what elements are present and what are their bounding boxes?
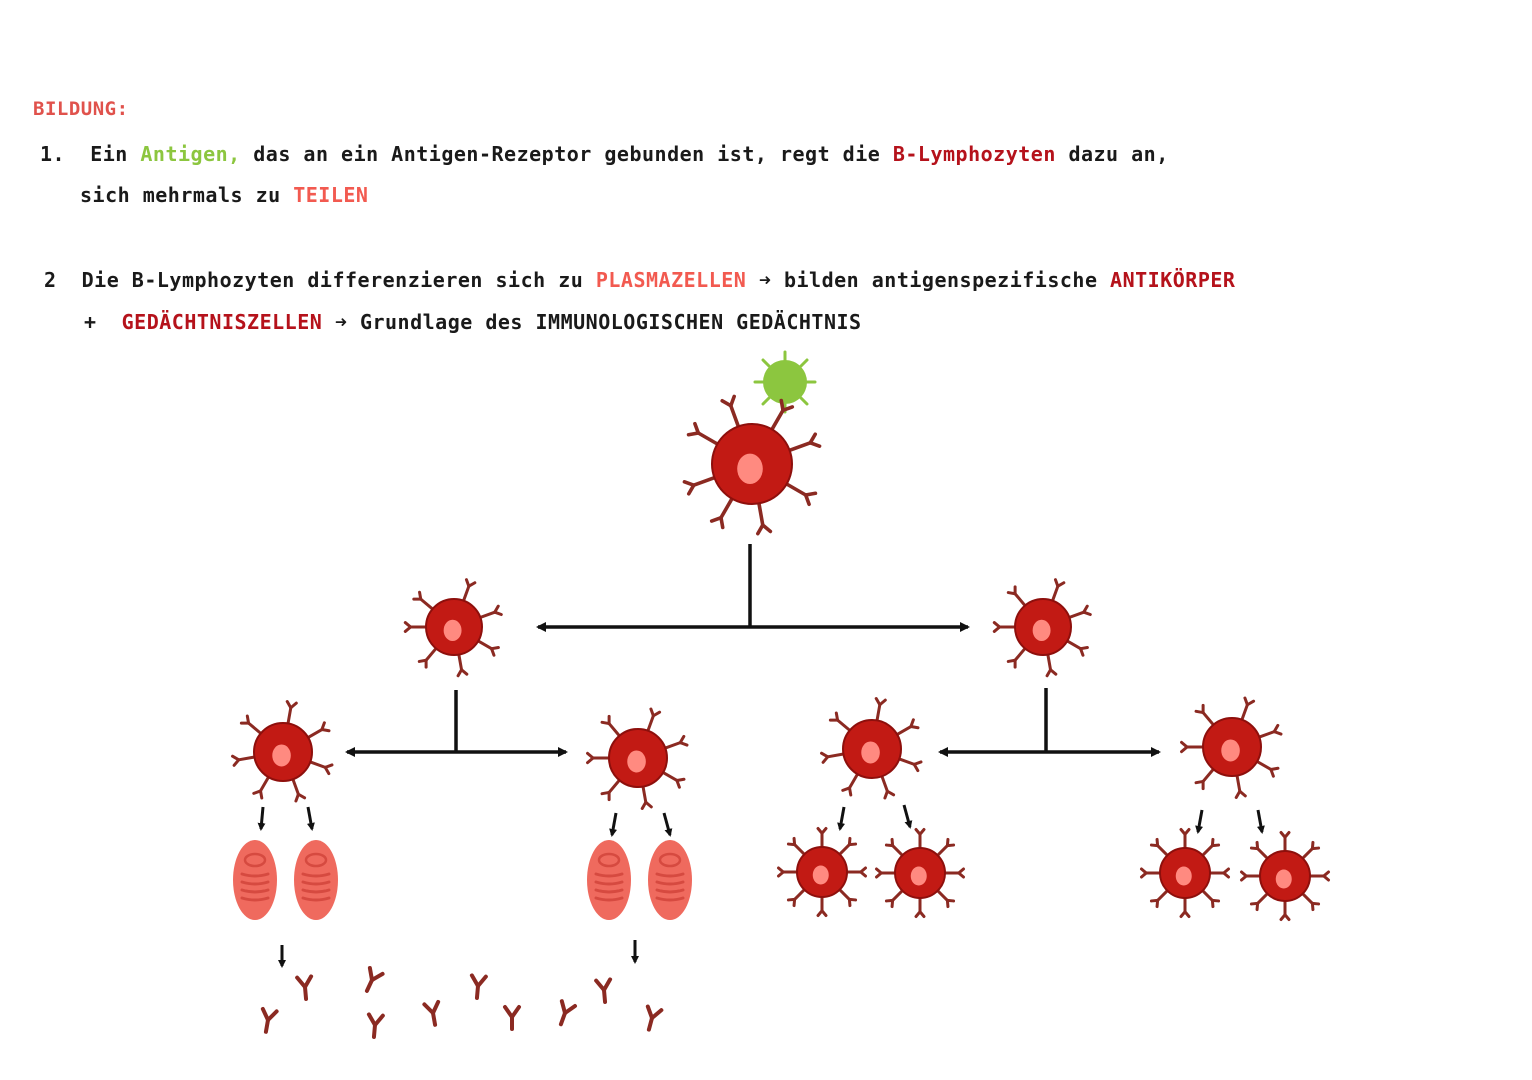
antikoerper-term: ANTIKÖRPER: [1110, 268, 1236, 292]
arrow-down-icon: [609, 812, 618, 837]
virus-icon: [753, 350, 817, 414]
step-1-text-c: dazu an,: [1068, 142, 1169, 166]
antibody-icon: [364, 965, 385, 993]
antibody-icon: [645, 1004, 664, 1032]
antigen-term: Antigen,: [140, 142, 241, 166]
b-lymphocyte-icon: [992, 578, 1092, 678]
step-1-text-a: Ein: [90, 142, 128, 166]
step-2-line-2: + GEDÄCHTNISZELLEN ➜ Grundlage des IMMUN…: [84, 310, 862, 334]
connectors: [345, 544, 1161, 757]
step-1-line-1: 1. Ein Antigen, das an ein Antigen-Rezep…: [40, 142, 1169, 166]
b-lymphocyte-activated: [682, 394, 822, 536]
antibody-icon: [366, 1012, 385, 1039]
arrow-down-icon: [837, 806, 846, 831]
antibody-icon: [469, 973, 488, 1000]
b-lymphozyten-term: B-Lymphozyten: [892, 142, 1056, 166]
step-2-number: 2: [44, 268, 57, 292]
arrow-icon: ➜: [334, 310, 348, 334]
antibody-icon: [594, 977, 613, 1004]
b-lymphocyte-icon: [231, 700, 334, 803]
memory-cell-icon: [1140, 828, 1230, 918]
arrow-down-icon: [306, 806, 315, 831]
b-lymphocyte-icon: [1180, 696, 1283, 799]
arrow-icon: ➜: [758, 268, 772, 292]
step-1-line-2: sich mehrmals zu TEILEN: [80, 183, 368, 207]
plasma-cell-icon: [587, 840, 631, 920]
step-2-text-b: bilden antigenspezifische: [783, 268, 1098, 292]
cells-layer: [231, 394, 1330, 1039]
arrow-down-icon: [902, 804, 913, 829]
b-lymphocyte-icon: [586, 707, 689, 810]
plasma-cell-icon: [648, 840, 692, 920]
antibody-icon: [295, 974, 314, 1001]
step-1-text-d: sich mehrmals zu: [80, 183, 281, 207]
antibody-icon: [503, 1005, 521, 1031]
memory-cell-icon: [777, 827, 867, 917]
b-lymphocyte-icon: [820, 697, 923, 800]
small-arrows: [257, 804, 1265, 968]
arrow-down-icon: [1256, 809, 1265, 834]
arrow-down-icon: [662, 812, 673, 837]
arrow-down-icon: [257, 806, 266, 831]
step-1-number: 1.: [40, 142, 66, 166]
step-2-line-1: 2 Die B-Lymphozyten differenzieren sich …: [44, 268, 1235, 292]
memory-cell-icon: [1240, 831, 1330, 921]
antibody-icon: [260, 1006, 279, 1034]
b-lymphocyte-icon: [403, 578, 503, 678]
antibody-icon: [558, 999, 577, 1027]
plus-sign: +: [84, 310, 97, 334]
antibody-icon: [422, 999, 441, 1027]
arrow-down-icon: [1195, 809, 1204, 834]
step-2-text-c: Grundlage des IMMUNOLOGISCHEN GEDÄCHTNIS: [359, 310, 862, 334]
teilen-term: TEILEN: [293, 183, 369, 207]
plasmazellen-term: PLASMAZELLEN: [595, 268, 747, 292]
step-1-text-b: das an ein Antigen-Rezeptor gebunden ist…: [253, 142, 881, 166]
plasma-cell-icon: [233, 840, 277, 920]
heading: BILDUNG:: [33, 98, 129, 120]
gedaechtniszellen-term: GEDÄCHTNISZELLEN: [121, 310, 323, 334]
plasma-cell-icon: [294, 840, 338, 920]
memory-cell-icon: [875, 828, 965, 918]
step-2-text-a: Die B-Lymphozyten differenzieren sich zu: [81, 268, 584, 292]
